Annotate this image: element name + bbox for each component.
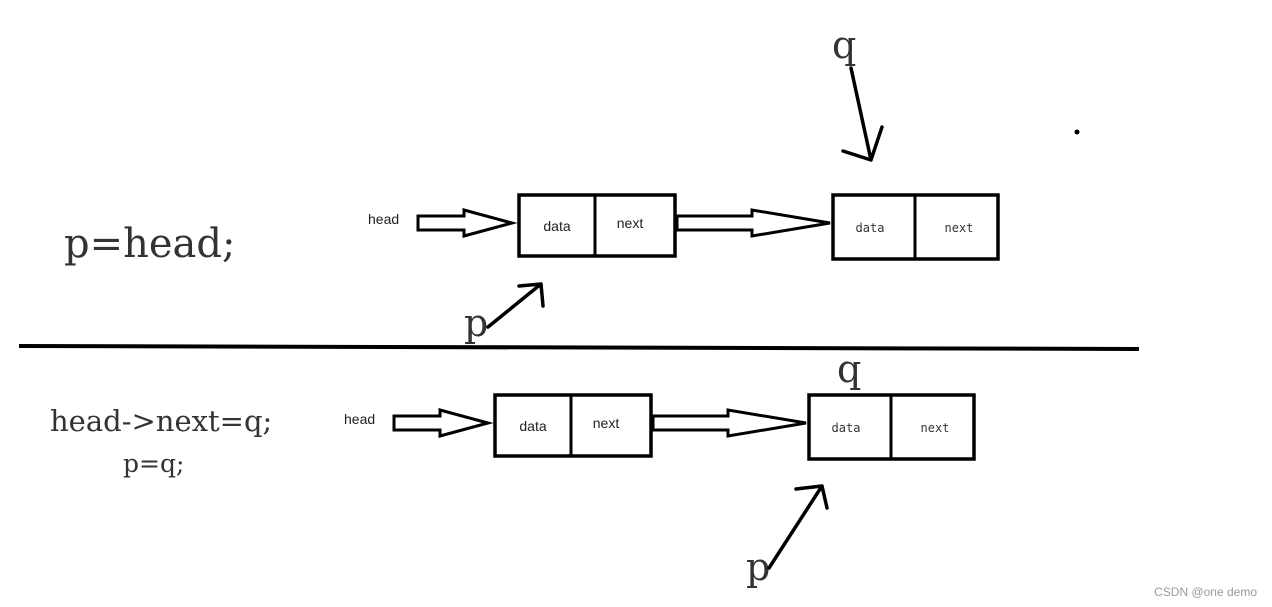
top-node-2-next: next bbox=[945, 221, 974, 235]
bottom-node-2-next: next bbox=[921, 421, 950, 435]
top-node-1-box bbox=[517, 193, 677, 258]
section-separator bbox=[18, 344, 1140, 351]
top-node-1: data next bbox=[517, 193, 677, 258]
top-q-arrow bbox=[841, 66, 884, 162]
top-head-arrow bbox=[416, 208, 518, 238]
top-head-label: head bbox=[368, 211, 399, 227]
bottom-p-arrow bbox=[767, 484, 829, 570]
bottom-head-arrow bbox=[392, 408, 494, 438]
bottom-node-1-next: next bbox=[593, 415, 620, 431]
code-p-equals-head: p=head; bbox=[64, 221, 235, 267]
code-head-next-equals-q: head->next=q; bbox=[50, 404, 272, 438]
top-q-label: q bbox=[832, 23, 856, 67]
bottom-node-1: data next bbox=[493, 393, 653, 458]
bottom-p-label: p bbox=[746, 545, 770, 589]
bottom-node-2: data next bbox=[807, 393, 976, 461]
top-node-1-data: data bbox=[543, 218, 570, 234]
top-p-arrow bbox=[486, 282, 545, 329]
bottom-node-1-box bbox=[493, 393, 653, 458]
watermark: CSDN @one demo bbox=[1154, 585, 1257, 599]
stray-dot bbox=[1074, 129, 1080, 135]
code-p-equals-q: p=q; bbox=[123, 449, 184, 478]
bottom-node-1-data: data bbox=[519, 418, 546, 434]
bottom-node-2-data: data bbox=[832, 421, 861, 435]
top-node-2-data: data bbox=[856, 221, 885, 235]
top-node-2: data next bbox=[831, 193, 1000, 261]
bottom-q-label: q bbox=[837, 347, 861, 391]
bottom-next-arrow bbox=[651, 408, 807, 438]
top-p-label: p bbox=[464, 301, 488, 345]
top-next-arrow bbox=[675, 208, 831, 238]
bottom-head-label: head bbox=[344, 411, 375, 427]
top-node-1-next: next bbox=[617, 215, 644, 231]
